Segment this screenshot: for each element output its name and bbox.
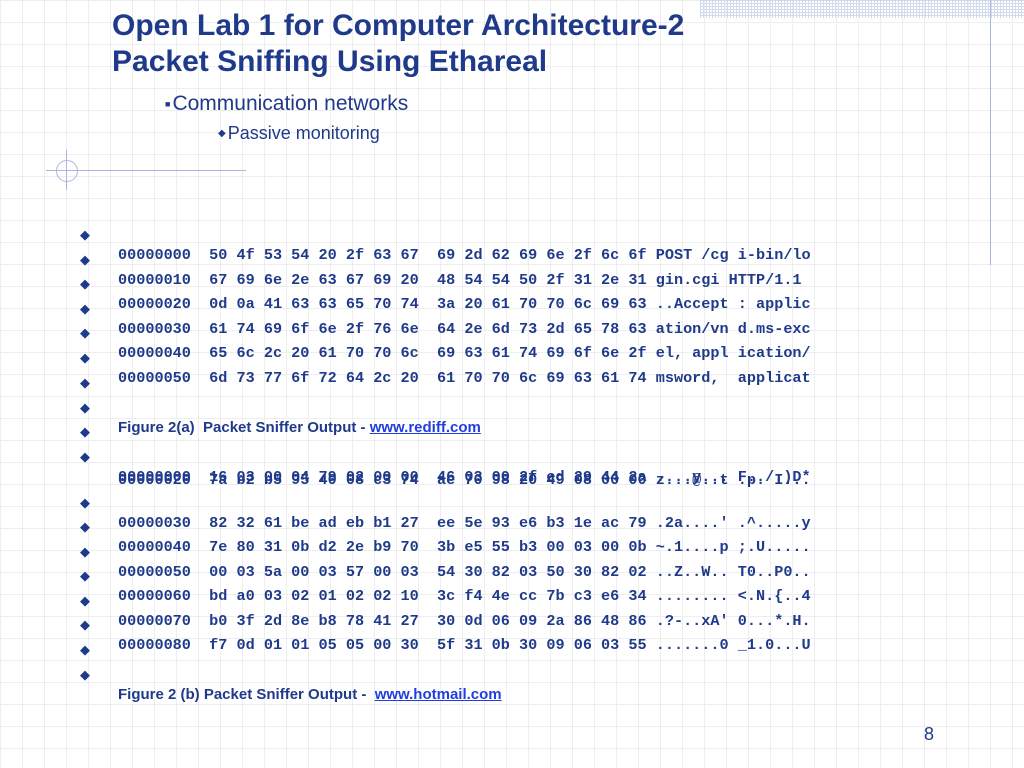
hex-dump-line: 00000050 6d 73 77 6f 72 64 2c 20 61 70 7… (118, 369, 811, 387)
hex-dump-line: 00000050 00 03 5a 00 03 57 00 03 54 30 8… (118, 563, 811, 581)
hex-dump-line: 00000030 82 32 61 be ad eb b1 27 ee 5e 9… (118, 514, 811, 532)
list-item: ◆ 00000070 b0 3f 2d 8e b8 78 41 27 30 0d… (80, 576, 811, 648)
subtitle-level-1-text: Communication networks (172, 92, 409, 115)
list-item-continuation: 00000020 7a b2 b5 95 40 08 c3 74 ae 70 9… (80, 453, 811, 507)
hex-dump-line: 00000010 67 69 6e 2e 63 67 69 20 48 54 5… (118, 271, 802, 289)
list-item: ◆ 00000050 00 03 5a 00 03 57 00 03 54 30… (80, 527, 811, 599)
list-item: ◆ 00000040 65 6c 2c 20 61 70 70 6c 69 63… (80, 308, 811, 380)
hotmail-link[interactable]: www.hotmail.com (374, 686, 502, 703)
list-item: ◆ 00000000 16 03 00 04 79 02 00 00 46 03… (80, 432, 811, 504)
hex-dump-line: 00000000 50 4f 53 54 20 2f 63 67 69 2d 6… (118, 246, 811, 264)
figure-caption-b: Figure 2 (b) Packet Sniffer Output - www… (118, 686, 502, 704)
rediff-link[interactable]: www.rediff.com (369, 419, 481, 436)
list-item: ◆ 00000020 0d 0a 41 63 63 65 70 74 3a 20… (80, 259, 811, 331)
list-item: ◆ (80, 358, 96, 412)
title-line-2: Packet Sniffing Using Ethareal (112, 45, 548, 78)
hex-dump-line: 00000000 16 03 00 04 79 02 00 00 46 03 0… (118, 468, 811, 486)
hex-dump-line: 00000020 7a b2 b5 95 40 08 c3 74 ae 70 9… (118, 471, 811, 489)
title-line-1: Open Lab 1 for Computer Architecture-2 (112, 9, 685, 42)
hex-dump-line: 00000060 bd a0 03 02 01 02 02 10 3c f4 4… (118, 587, 811, 605)
subtitle-level-2: ◆Passive monitoring (218, 122, 380, 145)
diamond-bullet-icon: ◆ (80, 253, 90, 268)
list-item: ◆ 00000000 50 4f 53 54 20 2f 63 67 69 2d… (80, 210, 811, 282)
subtitle-level-2-text: Passive monitoring (227, 123, 380, 143)
diamond-bullet-icon: ◆ (80, 376, 90, 391)
title-divider-line (46, 170, 246, 171)
diamond-bullet-icon: ◆ (80, 668, 90, 683)
diamond-bullet-icon: ◆ (80, 618, 90, 633)
diamond-bullet-icon: ◆ (80, 302, 90, 317)
hex-dump-line: 00000080 f7 0d 01 01 05 05 00 30 5f 31 0… (118, 636, 811, 654)
page-number: 8 (924, 724, 935, 744)
hex-dump-line: 00000070 b0 3f 2d 8e b8 78 41 27 30 0d 0… (118, 612, 811, 630)
list-item: ◆ 00000040 7e 80 31 0b d2 2e b9 70 3b e5… (80, 502, 811, 574)
list-item: ◆ (80, 407, 96, 461)
diamond-bullet-icon: ◆ (80, 594, 90, 609)
diamond-bullet-icon: ◆ (80, 277, 90, 292)
diamond-bullet-icon: ◆ (80, 425, 90, 440)
diamond-bullet-icon: ◆ (80, 228, 90, 243)
slide-title: Open Lab 1 for Computer Architecture-2 P… (112, 8, 684, 80)
list-item: ◆ 00000030 61 74 69 6f 6e 2f 76 6e 64 2e… (80, 284, 811, 356)
diamond-bullet-icon: ◆ (218, 128, 226, 139)
hex-dump-line: 00000040 7e 80 31 0b d2 2e b9 70 3b e5 5… (118, 538, 811, 556)
diamond-bullet-icon: ◆ (80, 326, 90, 341)
caption-b-text: Figure 2 (b) Packet Sniffer Output - (118, 686, 375, 703)
diamond-bullet-icon: ◆ (80, 450, 90, 465)
corner-pattern (700, 0, 1024, 18)
diamond-bullet-icon: ◆ (80, 643, 90, 658)
right-accent-line (990, 0, 991, 265)
caption-a-text: Figure 2(a) Packet Sniffer Output - (118, 419, 370, 436)
subtitle-level-1: ■Communication networks (165, 92, 408, 116)
list-item: ◆ Figure 2 (b) Packet Sniffer Output - w… (80, 650, 502, 722)
hex-dump-line: 00000040 65 6c 2c 20 61 70 70 6c 69 63 6… (118, 344, 811, 362)
list-item: ◆ 00000050 6d 73 77 6f 72 64 2c 20 61 70… (80, 333, 811, 405)
diamond-bullet-icon: ◆ (80, 351, 90, 366)
list-item: ◆ 00000010 67 69 6e 2e 63 67 69 20 48 54… (80, 235, 802, 307)
diamond-bullet-icon: ◆ (80, 569, 90, 584)
list-item: ◆ 00000030 82 32 61 be ad eb b1 27 ee 5e… (80, 478, 811, 550)
diamond-bullet-icon: ◆ (80, 401, 90, 416)
diamond-bullet-icon: ◆ (80, 520, 90, 535)
list-item: ◆ Figure 2(a) Packet Sniffer Output - ww… (80, 383, 481, 455)
diamond-bullet-icon: ◆ (80, 545, 90, 560)
crosshair-circle-icon (56, 160, 78, 182)
list-item: ◆ (80, 625, 96, 679)
square-bullet-icon: ■ (165, 99, 171, 109)
figure-caption-a: Figure 2(a) Packet Sniffer Output - www.… (118, 419, 481, 437)
list-item: ◆ 00000060 bd a0 03 02 01 02 02 10 3c f4… (80, 551, 811, 623)
list-item: ◆ 00000080 f7 0d 01 01 05 05 00 30 5f 31… (80, 600, 811, 672)
hex-dump-line: 00000020 0d 0a 41 63 63 65 70 74 3a 20 6… (118, 295, 811, 313)
diamond-bullet-icon: ◆ (80, 496, 90, 511)
hex-dump-line: 00000030 61 74 69 6f 6e 2f 76 6e 64 2e 6… (118, 320, 811, 338)
